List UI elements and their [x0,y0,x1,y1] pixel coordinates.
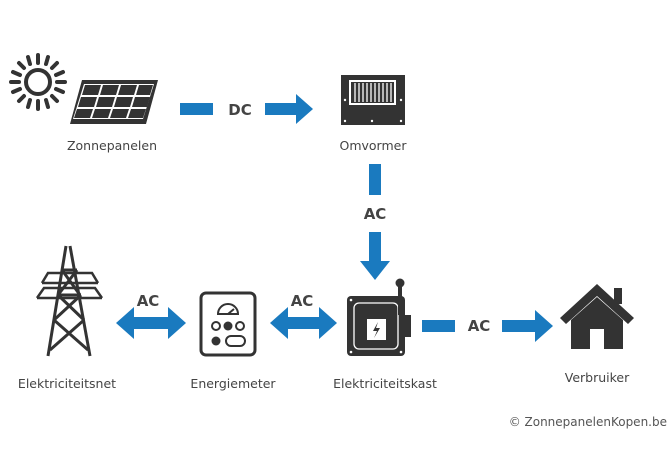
house-icon [560,284,634,349]
inverter-icon [341,75,405,125]
label-solar-panels: Zonnepanelen [67,138,157,153]
flow-label-ac-inverter: AC [364,205,387,223]
flow-label-ac-consumer: AC [468,317,491,335]
label-fuse-box: Elektriciteitskast [333,376,437,391]
label-grid: Elektriciteitsnet [18,376,116,391]
sun-icon [9,53,67,111]
flow-label-dc: DC [228,101,251,119]
energy-meter-icon [199,291,257,357]
flow-label-ac-meter: AC [291,292,314,310]
arrow-ac-grid-meter [116,307,186,339]
label-energy-meter: Energiemeter [190,376,276,391]
copyright: © ZonnepanelenKopen.be [509,415,667,429]
power-tower-icon [35,245,104,357]
arrow-ac-down [360,164,390,280]
arrow-ac-meter-fusebox [270,307,337,339]
arrow-ac-consumer [422,310,553,342]
arrow-dc [180,94,313,124]
fuse-box-icon [347,278,411,356]
label-consumer: Verbruiker [565,370,630,385]
flow-label-ac-grid: AC [137,292,160,310]
solar-panel-icon [70,80,158,124]
label-inverter: Omvormer [340,138,408,153]
